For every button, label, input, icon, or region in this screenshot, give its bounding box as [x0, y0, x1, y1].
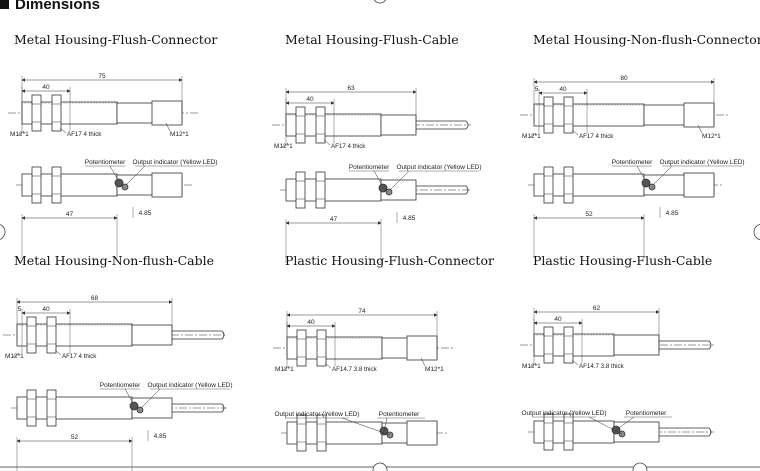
binding-hole-icon: [632, 462, 648, 471]
p1-gap-label: 4.85: [139, 210, 152, 217]
p4-lower-dim: 52: [71, 434, 79, 441]
p5-total-dim: 74: [358, 308, 366, 315]
p4-gap-label: 4.85: [154, 433, 167, 440]
p6-body-dim: 40: [554, 316, 562, 323]
p4-led-label: Output indicator (Yellow LED): [147, 382, 232, 389]
page-heading-text: Dimensions: [15, 0, 101, 13]
p6-pot-label: Potentiometer: [626, 410, 667, 417]
p3-nut-label: AF17 4 thick: [579, 133, 614, 140]
p2-led-label: Output indicator (Yellow LED): [396, 164, 481, 171]
p1-nut-label: AF17 4 thick: [67, 131, 102, 138]
p3-gap-label: 4.85: [666, 210, 679, 217]
panel-title-6: Plastic Housing-Flush-Cable: [533, 253, 713, 268]
panel-title-1: Metal Housing-Flush-Connector: [14, 32, 218, 47]
panel-title-5: Plastic Housing-Flush-Connector: [285, 253, 494, 268]
p1-left-thread-label: M12*1: [10, 131, 29, 138]
p4-total-dim: 68: [91, 295, 99, 302]
p4-offset-dim: 5: [18, 306, 22, 313]
p6-left-thread-label: M12*1: [522, 363, 541, 370]
p3-total-dim: 80: [620, 75, 628, 82]
p2-pot-label: Potentiometer: [349, 164, 390, 171]
panel-title-3: Metal Housing-Non-flush-Connector: [533, 32, 760, 47]
p5-left-thread-label: M12*1: [275, 366, 294, 373]
p3-lower-dim: 52: [585, 211, 593, 218]
p6-nut-label: AF14.7 3.8 thick: [579, 363, 625, 370]
p2-body-dim: 40: [306, 96, 314, 103]
binding-hole-icon: [372, 462, 388, 471]
p3-led-label: Output indicator (Yellow LED): [659, 159, 744, 166]
p4-nut-label: AF17 4 thick: [62, 353, 97, 360]
p5-body-dim: 40: [307, 319, 315, 326]
p1-body-dim: 40: [42, 84, 50, 91]
binding-hole-icon: [0, 224, 6, 240]
p5-pot-label: Potentiometer: [379, 411, 420, 418]
binding-hole-icon: [753, 223, 760, 241]
p1-total-dim: 75: [98, 73, 106, 80]
p2-nut-label: AF17 4 thick: [331, 143, 366, 150]
p2-total-dim: 63: [347, 85, 355, 92]
p3-right-thread-label: M12*1: [702, 133, 721, 140]
p4-left-thread-label: M12*1: [5, 353, 24, 360]
page-heading: Dimensions: [0, 0, 100, 14]
p2-lower-dim: 47: [330, 216, 338, 223]
p6-total-dim: 62: [593, 305, 601, 312]
p1-lower-dim: 47: [66, 211, 74, 218]
p3-offset-dim: 5: [535, 86, 539, 93]
p3-left-thread-label: M12*1: [522, 133, 541, 140]
p3-pot-label: Potentiometer: [612, 159, 653, 166]
heading-bullet-icon: [0, 0, 9, 9]
p5-right-thread-label: M12*1: [425, 366, 444, 373]
p1-right-thread-label: M12*1: [170, 131, 189, 138]
p5-nut-label: AF14.7 3.8 thick: [332, 366, 378, 373]
panel-title-4: Metal Housing-Non-flush-Cable: [14, 253, 215, 268]
binding-hole-icon: [373, 0, 387, 4]
p4-pot-label: Potentiometer: [100, 382, 141, 389]
p5-led-label: Output indicator (Yellow LED): [274, 411, 359, 418]
p4-body-dim: 40: [42, 306, 50, 313]
p2-gap-label: 4.85: [403, 215, 416, 222]
p1-led-label: Output indicator (Yellow LED): [132, 159, 217, 166]
p1-pot-label: Potentiometer: [85, 159, 126, 166]
p6-led-label: Output indicator (Yellow LED): [521, 410, 606, 417]
p2-left-thread-label: M12*1: [274, 143, 293, 150]
panel-title-2: Metal Housing-Flush-Cable: [285, 32, 459, 47]
p3-body-dim: 40: [559, 86, 567, 93]
